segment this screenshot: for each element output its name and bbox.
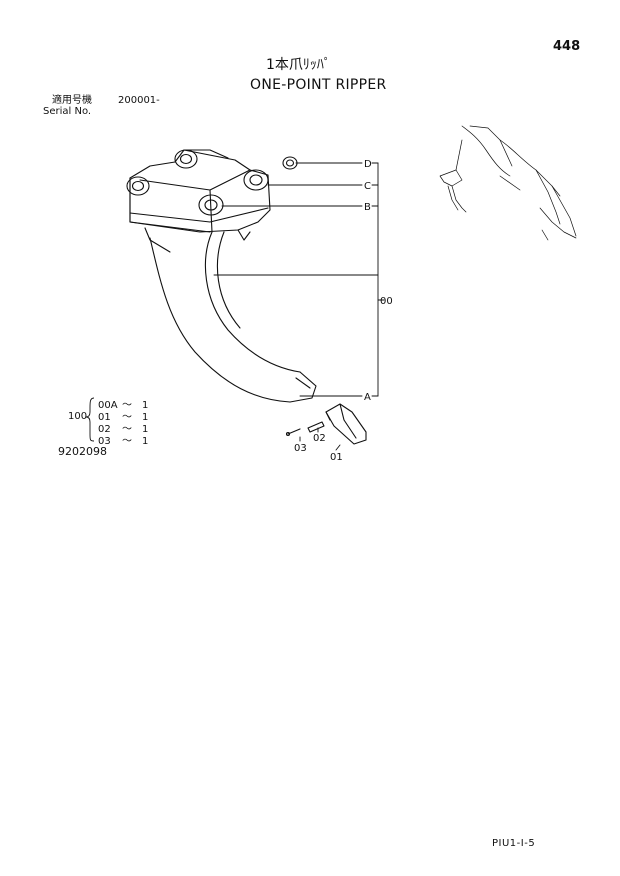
callout-B: B: [364, 202, 371, 213]
callout-D: D: [364, 159, 372, 170]
title-english: ONE-POINT RIPPER: [250, 77, 387, 93]
kit-quantity: 1: [142, 400, 149, 411]
excavator-thumbnail: [439, 125, 577, 241]
callout-01: 01: [330, 452, 343, 463]
callout-C: C: [364, 181, 371, 192]
tooth-part: [325, 403, 367, 445]
ripper-shank: [149, 231, 317, 403]
kit-item: 02 ～ 1: [98, 420, 148, 435]
kit-part-number: 03: [98, 436, 111, 447]
pin-boss-left: [126, 176, 150, 196]
pin-boss-upper: [174, 149, 198, 169]
callout-A: A: [364, 392, 371, 403]
bushing-part: [282, 156, 298, 170]
footer-code: PIU1-I-5: [492, 838, 536, 849]
pin-boss-lower: [198, 194, 224, 216]
kit-brace: [85, 397, 95, 442]
callout-03: 03: [294, 443, 307, 454]
callout-00: 00: [380, 296, 393, 307]
kit-tilde: ～: [122, 436, 132, 447]
kit-item: 01 ～ 1: [98, 408, 148, 423]
lock-part: [285, 428, 301, 437]
title-japanese: 1本爪ﾘｯﾊﾟ: [266, 57, 331, 73]
kit-item: 00A ～ 1: [98, 396, 148, 411]
serial-label-english: Serial No.: [43, 106, 92, 117]
pin-boss-right: [243, 169, 269, 191]
kit-tilde: ～: [122, 412, 132, 423]
kit-part-number: 00A: [98, 400, 118, 411]
kit-tilde: ～: [122, 424, 132, 435]
kit-parent-number: 100: [68, 411, 88, 422]
serial-value: 200001-: [118, 95, 160, 106]
kit-part-number: 01: [98, 412, 111, 423]
drawing-number: 9202098: [58, 445, 107, 458]
kit-item: 03 ～ 1: [98, 432, 148, 447]
kit-quantity: 1: [142, 436, 149, 447]
kit-tilde: ～: [122, 400, 132, 411]
pin-part: [307, 421, 325, 433]
kit-part-number: 02: [98, 424, 111, 435]
callout-02: 02: [313, 433, 326, 444]
leader-lines: [213, 162, 385, 451]
serial-label-japanese: 適用号機: [52, 95, 92, 106]
page-number: 448: [553, 39, 581, 54]
kit-quantity: 1: [142, 412, 149, 423]
kit-quantity: 1: [142, 424, 149, 435]
